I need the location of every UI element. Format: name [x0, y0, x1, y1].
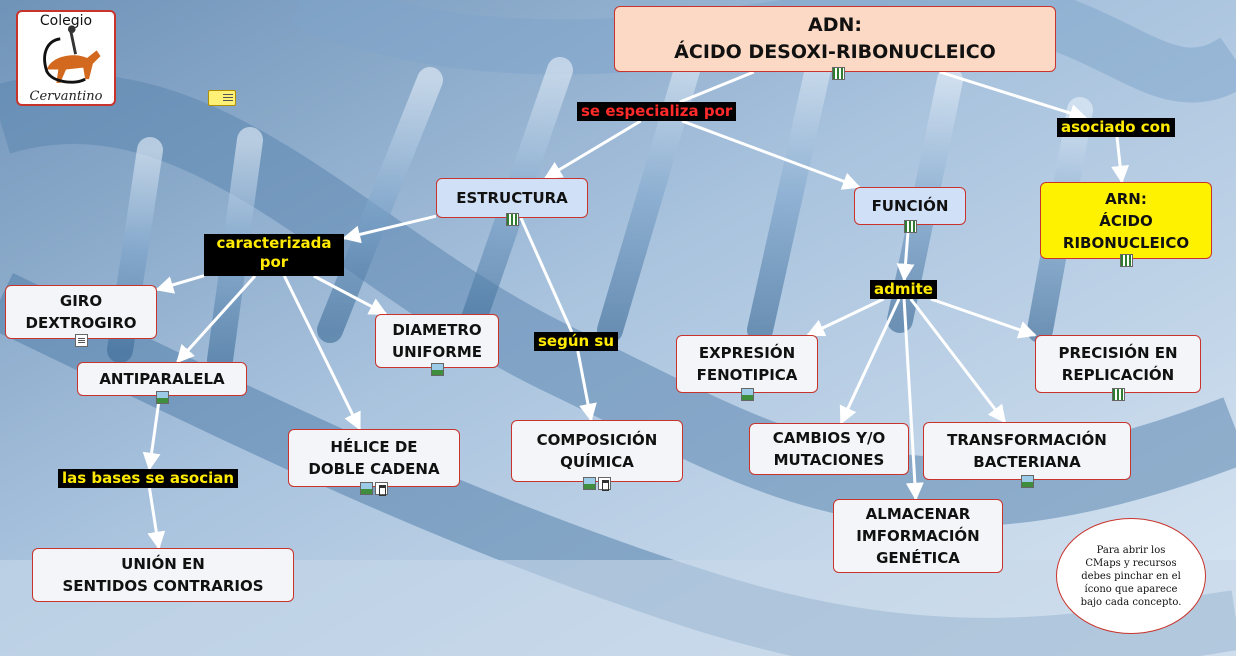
- link-arrow-funcion-to-admite: [896, 224, 915, 282]
- concept-union-sentidos-contrarios[interactable]: UNIÓN EN SENTIDOS CONTRARIOS: [32, 548, 294, 602]
- concept-cambios-mutaciones[interactable]: CAMBIOS Y/O MUTACIONES: [749, 423, 909, 475]
- link-admite: admite: [870, 280, 937, 299]
- link-arrow-carac-to-antiparalela: [176, 274, 257, 364]
- link-arrow-segun-to-composicion: [576, 350, 597, 422]
- image-resource-icon[interactable]: [360, 482, 373, 495]
- video-resource-icon[interactable]: [1120, 254, 1133, 267]
- link-arrow-bases-to-union: [147, 487, 166, 550]
- link-las-bases-se-asocian: las bases se asocian: [58, 469, 239, 488]
- concept-precision-replicacion[interactable]: PRECISIÓN EN REPLICACIÓN: [1035, 335, 1201, 401]
- image-resource-icon[interactable]: [583, 477, 596, 490]
- concept-diametro-uniforme[interactable]: DIAMETRO UNIFORME: [375, 314, 499, 376]
- cmap-resource-icon[interactable]: [375, 482, 388, 496]
- concept-giro-label: GIRO DEXTROGIRO: [25, 292, 137, 332]
- link-segun-su: según su: [534, 332, 619, 351]
- concept-arn[interactable]: ARN: ÁCIDO RIBONUCLEICO: [1040, 182, 1212, 267]
- concept-helice-label: HÉLICE DE DOBLE CADENA: [308, 438, 440, 478]
- concept-adn[interactable]: ADN: ÁCIDO DESOXI-RIBONUCLEICO: [614, 6, 1056, 80]
- instruction-note: Para abrir los CMaps y recursos debes pi…: [1056, 518, 1206, 634]
- logo-text-bottom: Cervantino: [29, 89, 103, 104]
- concept-precision-label: PRECISIÓN EN REPLICACIÓN: [1058, 344, 1178, 384]
- link-arrow-carac-to-helice: [282, 275, 362, 431]
- link-arrow-admite-to-expresion: [806, 297, 885, 337]
- concept-giro-dextrogiro[interactable]: GIRO DEXTROGIRO: [5, 285, 157, 347]
- video-resource-icon[interactable]: [506, 213, 519, 226]
- link-arrow-admite-to-cambios: [839, 298, 901, 425]
- concept-arn-label: ARN: ÁCIDO RIBONUCLEICO: [1062, 189, 1190, 252]
- link-arrow-esp-to-estructura: [543, 119, 642, 180]
- link-caracterizada-por: caracterizada por: [204, 234, 344, 276]
- link-arrow-asoc-to-arn: [1111, 136, 1130, 184]
- concept-almacenar-label: ALMACENAR IMFORMACIÓN GENÉTICA: [856, 505, 980, 567]
- horse-rider-emblem: [43, 25, 101, 84]
- concept-almacenar-informacion[interactable]: ALMACENAR IMFORMACIÓN GENÉTICA: [833, 499, 1003, 573]
- image-resource-icon[interactable]: [156, 391, 169, 404]
- concept-estructura-label: ESTRUCTURA: [456, 189, 568, 207]
- concept-expresion-fenotipica[interactable]: EXPRESIÓN FENOTIPICA: [676, 335, 818, 401]
- concept-funcion[interactable]: FUNCIÓN: [854, 187, 966, 233]
- logo-text-top: Colegio: [39, 13, 93, 29]
- link-arrow-adn-to-esp: [679, 70, 755, 104]
- link-asociado-con: asociado con: [1057, 118, 1175, 137]
- link-arrow-carac-to-giro: [155, 274, 205, 294]
- concept-funcion-label: FUNCIÓN: [871, 197, 949, 215]
- concept-transformacion-label: TRANSFORMACIÓN BACTERIANA: [947, 431, 1107, 471]
- link-arrow-carac-to-diametro: [313, 274, 388, 316]
- video-resource-icon[interactable]: [904, 220, 917, 233]
- link-arrow-estructura-to-carac: [342, 214, 437, 244]
- link-arrow-antiparalela-to-bases: [142, 395, 162, 471]
- link-arrow-admite-to-precision: [930, 297, 1037, 339]
- concept-expresion-label: EXPRESIÓN FENOTIPICA: [696, 344, 798, 384]
- image-resource-icon[interactable]: [1021, 475, 1034, 488]
- video-resource-icon[interactable]: [832, 67, 845, 80]
- link-arrow-admite-to-transformacion: [909, 298, 1007, 424]
- concept-helice-doble-cadena[interactable]: HÉLICE DE DOBLE CADENA: [288, 429, 460, 496]
- image-resource-icon[interactable]: [741, 388, 754, 401]
- concept-cambios-label: CAMBIOS Y/O MUTACIONES: [772, 429, 886, 469]
- link-se-especializa-por: se especializa por: [577, 102, 737, 121]
- image-resource-icon[interactable]: [431, 363, 444, 376]
- concept-composicion-label: COMPOSICIÓN QUÍMICA: [536, 431, 658, 471]
- link-arrow-esp-to-funcion: [681, 119, 861, 190]
- video-resource-icon[interactable]: [1112, 388, 1125, 401]
- document-resource-icon[interactable]: [75, 334, 88, 347]
- cmap-resource-icon[interactable]: [598, 477, 611, 491]
- link-arrow-estructura-to-segun: [519, 217, 574, 333]
- concept-union-label: UNIÓN EN SENTIDOS CONTRARIOS: [62, 555, 264, 595]
- concept-antiparalela-label: ANTIPARALELA: [99, 370, 225, 388]
- concept-antiparalela[interactable]: ANTIPARALELA: [77, 362, 247, 404]
- link-arrow-admite-to-almacenar: [902, 298, 924, 501]
- concept-composicion-quimica[interactable]: COMPOSICIÓN QUÍMICA: [511, 420, 683, 491]
- school-logo[interactable]: Colegio Cervantino: [16, 10, 116, 106]
- concept-diametro-label: DIAMETRO UNIFORME: [391, 321, 483, 361]
- link-arrow-adn-to-asoc: [939, 70, 1088, 122]
- note-icon[interactable]: [208, 90, 236, 106]
- concept-estructura[interactable]: ESTRUCTURA: [436, 178, 588, 226]
- concept-transformacion-bacteriana[interactable]: TRANSFORMACIÓN BACTERIANA: [923, 422, 1131, 488]
- concept-adn-label: ADN: ÁCIDO DESOXI-RIBONUCLEICO: [674, 14, 996, 63]
